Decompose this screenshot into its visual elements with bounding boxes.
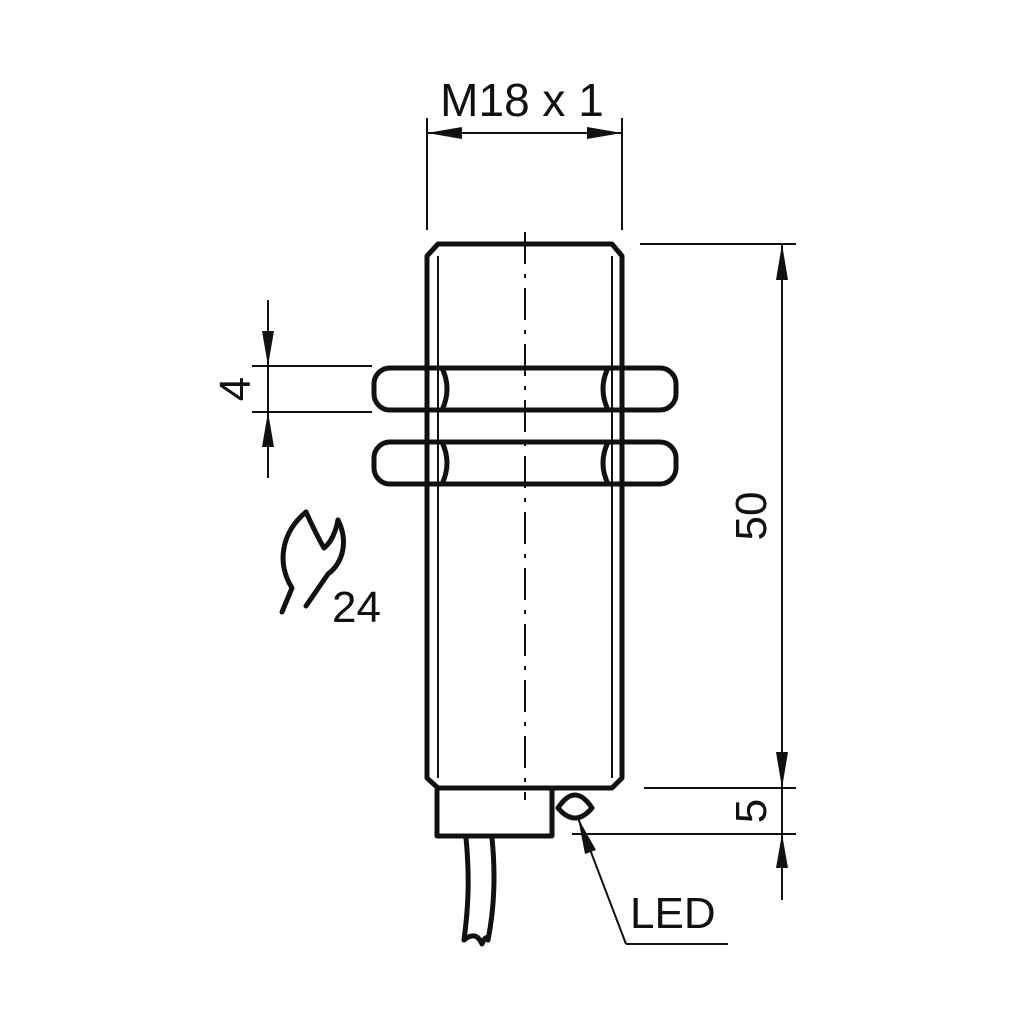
nut-upper-facet-right: [600, 365, 611, 413]
lock-nut-upper: [371, 365, 679, 413]
body-length-arrow-top: [776, 244, 788, 280]
nut-lower-facet-right: [600, 439, 611, 487]
sensor-body: [424, 232, 625, 800]
cable-left-edge: [461, 835, 471, 943]
body-length-label: 50: [727, 492, 776, 541]
rear-cap: [434, 787, 595, 839]
wrench-size-label: 24: [332, 583, 381, 632]
nut-lower-facet-left: [439, 439, 450, 487]
thread-dimension: M18 x 1: [426, 74, 623, 230]
led-window: [555, 792, 595, 821]
cable: [461, 835, 497, 947]
cable-right-edge: [485, 835, 497, 943]
sensor-housing: [424, 241, 625, 791]
thread-arrow-left: [427, 127, 462, 139]
wrench-size-callout: 24: [279, 509, 381, 632]
led-label: LED: [630, 889, 716, 938]
nut-upper-facet-left: [439, 365, 450, 413]
thread-arrow-right: [587, 127, 622, 139]
nut-upper-outline: [371, 365, 679, 413]
wrench-icon: [279, 509, 346, 615]
lock-nut-lower: [371, 439, 679, 487]
nut-lower-outline: [371, 439, 679, 487]
nut-arrow-top: [262, 331, 274, 366]
thread-size-label: M18 x 1: [440, 74, 604, 126]
cap-outline: [434, 787, 555, 839]
wrench-jaw: [303, 509, 341, 551]
cap-length-arrow-bottom: [776, 834, 788, 868]
led-leader-arrow: [578, 818, 596, 854]
nut-thickness-label: 4: [211, 377, 260, 401]
led-callout: LED: [577, 817, 728, 945]
cable-break: [461, 933, 491, 947]
nut-arrow-bottom: [262, 412, 274, 447]
nut-thickness-dimension: 4: [211, 300, 372, 478]
cap-length-label: 5: [727, 799, 776, 823]
length-dimensions: 50 5: [572, 243, 796, 900]
